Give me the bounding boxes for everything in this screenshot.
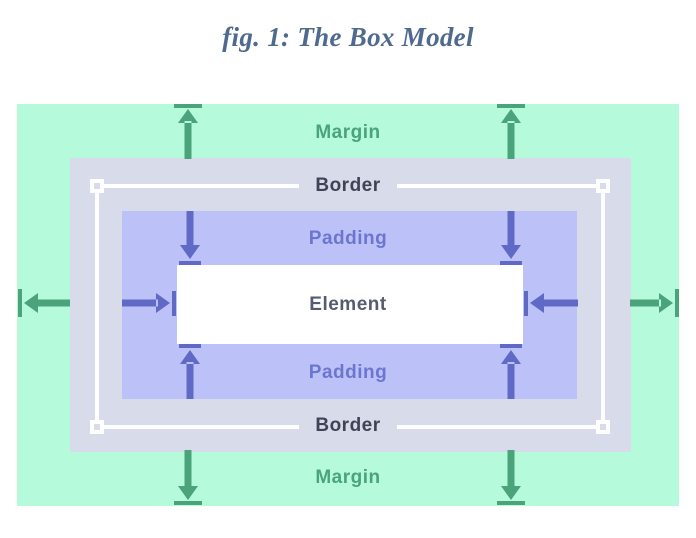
border-outline-handle-bottom-left [90,420,104,434]
margin-top-label: Margin [0,122,696,144]
padding-top-label-text: Padding [308,228,388,249]
element-label: Element [0,294,696,316]
margin-bottom-label: Margin [0,467,696,489]
figure-title: fig. 1: The Box Model [222,22,474,52]
border-outline-handle-top-left [90,179,104,193]
element-area [177,265,523,344]
padding-bottom-label: Padding [0,362,696,384]
padding-top-label: Padding [0,228,696,250]
border-bottom-label-text: Border [299,415,397,437]
border-outline-handle-bottom-right [596,420,610,434]
padding-bottom-label-text: Padding [308,362,388,383]
border-bottom-label: Border [0,415,696,437]
border-top-label-text: Border [299,175,397,197]
element-label-text: Element [309,294,387,315]
border-outline-handle-top-right [596,179,610,193]
margin-bottom-label-text: Margin [315,467,381,488]
border-top-label: Border [0,175,696,197]
margin-top-label-text: Margin [315,122,381,143]
